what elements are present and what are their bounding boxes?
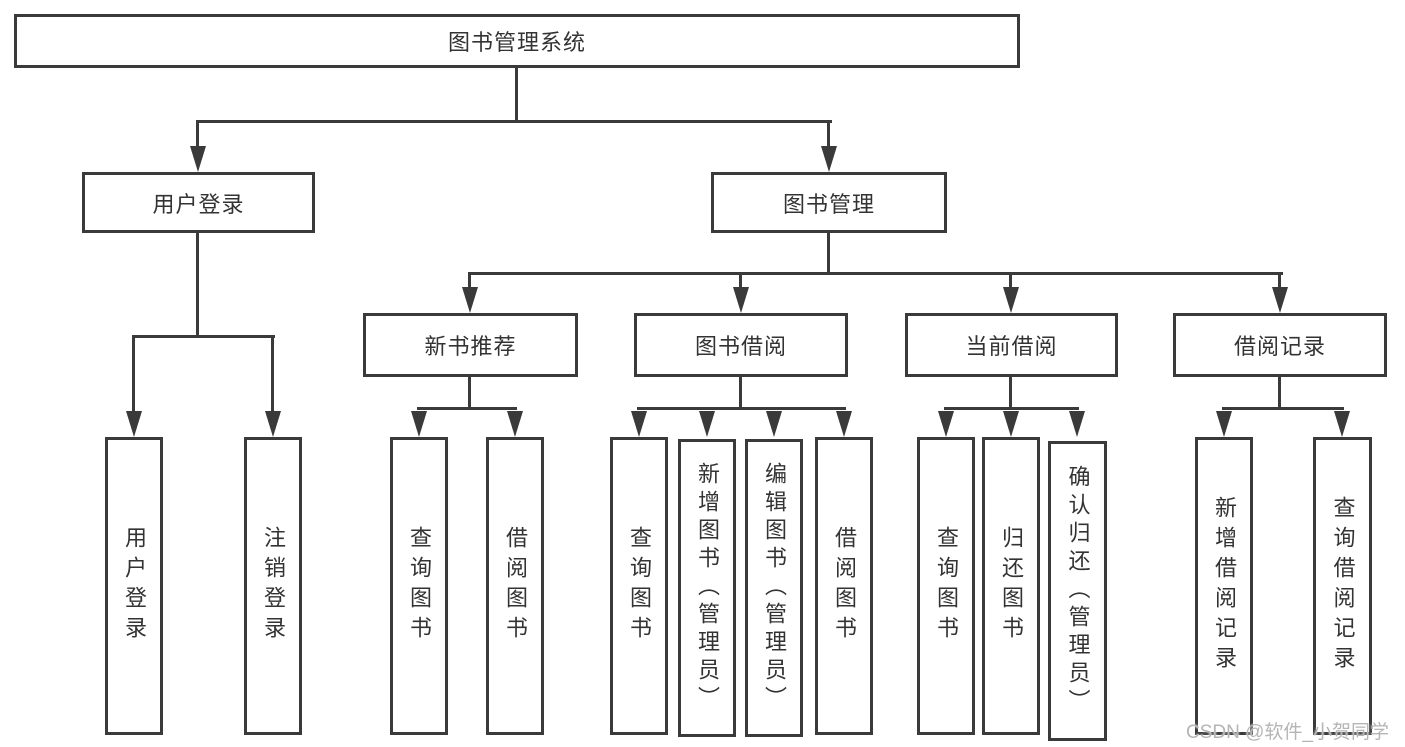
connector-borrowrecords-rail <box>1222 407 1344 410</box>
arrowhead-confirm-return-admin <box>1069 411 1085 437</box>
node-root: 图书管理系统 <box>14 14 1020 68</box>
connector-currentborrow-rail <box>944 407 1079 410</box>
node-user-login-label: 用户登录 <box>152 191 245 217</box>
leaf-borrow-book-borrow-label: 借阅图书 <box>832 526 857 646</box>
node-book-borrow-label: 图书借阅 <box>694 334 787 359</box>
leaf-query-book-borrow-label: 查询图书 <box>627 526 652 646</box>
leaf-query-book-rec: 查询图书 <box>390 437 448 735</box>
connector-userlogin-drop-2 <box>271 335 274 413</box>
arrowhead-new-book-rec <box>462 287 478 313</box>
connector-root-drop-right <box>827 120 830 148</box>
node-current-borrow: 当前借阅 <box>905 313 1118 377</box>
leaf-borrow-book-rec: 借阅图书 <box>486 437 544 735</box>
leaf-logout-label: 注销登录 <box>261 526 286 646</box>
leaf-query-book-current-label: 查询图书 <box>934 526 959 646</box>
arrowhead-borrow-records <box>1272 287 1288 313</box>
arrowhead-current-borrow <box>1003 287 1019 313</box>
leaf-query-borrow-record-label: 查询借阅记录 <box>1330 496 1356 676</box>
leaf-edit-book-admin-label: 编辑图书（管理员） <box>762 462 787 714</box>
node-root-label: 图书管理系统 <box>447 30 586 55</box>
arrowhead-user-login <box>190 146 206 172</box>
connector-currentborrow-trunk <box>1009 377 1012 410</box>
node-new-book-rec-label: 新书推荐 <box>424 334 517 359</box>
node-book-borrow: 图书借阅 <box>634 313 848 377</box>
arrowhead-add-borrow-record <box>1216 411 1232 437</box>
leaf-return-book-label: 归还图书 <box>999 526 1024 646</box>
arrowhead-book-mgmt <box>821 146 837 172</box>
node-borrow-records-label: 借阅记录 <box>1233 334 1326 359</box>
arrowhead-query-borrow-record <box>1334 411 1350 437</box>
connector-bookmgmt-drop-4 <box>1278 272 1281 289</box>
leaf-borrow-book-borrow: 借阅图书 <box>815 437 873 735</box>
leaf-return-book: 归还图书 <box>982 437 1040 735</box>
connector-root-trunk <box>515 68 518 123</box>
leaf-add-borrow-record-label: 新增借阅记录 <box>1212 496 1237 676</box>
connector-root-drop-left <box>196 120 199 148</box>
node-book-mgmt: 图书管理 <box>711 172 947 233</box>
connector-bookborrow-trunk <box>739 377 742 410</box>
connector-root-rail <box>196 120 832 123</box>
connector-bookmgmt-rail <box>468 272 1283 275</box>
connector-bookmgmt-drop-2 <box>739 272 742 289</box>
arrowhead-leaf-user-login <box>126 411 142 437</box>
leaf-query-book-rec-label: 查询图书 <box>407 526 432 646</box>
node-user-login: 用户登录 <box>82 172 315 233</box>
connector-userlogin-drop-1 <box>132 335 135 413</box>
node-current-borrow-label: 当前借阅 <box>965 334 1058 359</box>
connector-newbookrec-rail <box>417 407 517 410</box>
leaf-query-book-current: 查询图书 <box>917 437 975 735</box>
leaf-add-book-admin-label: 新增图书（管理员） <box>695 462 720 714</box>
connector-bookmgmt-drop-1 <box>468 272 471 289</box>
connector-borrowrecords-trunk <box>1278 377 1281 410</box>
arrowhead-borrow-book-borrow <box>836 411 852 437</box>
arrowhead-return-book <box>1003 411 1019 437</box>
connector-userlogin-trunk <box>196 233 199 338</box>
connector-bookmgmt-drop-3 <box>1009 272 1012 289</box>
leaf-confirm-return-admin: 确认归还（管理员） <box>1048 441 1107 741</box>
node-borrow-records: 借阅记录 <box>1173 313 1387 377</box>
leaf-user-login-label: 用户登录 <box>122 526 147 646</box>
leaf-query-borrow-record: 查询借阅记录 <box>1313 437 1372 735</box>
arrowhead-book-borrow <box>733 287 749 313</box>
arrowhead-leaf-logout <box>265 411 281 437</box>
arrowhead-add-book-admin <box>699 411 715 437</box>
node-new-book-rec: 新书推荐 <box>363 313 578 377</box>
connector-bookmgmt-trunk <box>827 233 830 275</box>
arrowhead-query-book-borrow <box>631 411 647 437</box>
leaf-logout: 注销登录 <box>244 437 302 735</box>
arrowhead-query-book-current <box>938 411 954 437</box>
leaf-add-borrow-record: 新增借阅记录 <box>1195 437 1253 735</box>
arrowhead-edit-book-admin <box>766 411 782 437</box>
arrowhead-query-book-rec <box>411 411 427 437</box>
leaf-query-book-borrow: 查询图书 <box>610 437 668 735</box>
connector-newbookrec-trunk <box>468 377 471 410</box>
leaf-user-login: 用户登录 <box>105 437 163 735</box>
arrowhead-borrow-book-rec <box>507 411 523 437</box>
leaf-borrow-book-rec-label: 借阅图书 <box>503 526 528 646</box>
node-book-mgmt-label: 图书管理 <box>782 191 875 217</box>
connector-bookborrow-rail <box>637 407 846 410</box>
leaf-confirm-return-admin-label: 确认归还（管理员） <box>1065 465 1091 717</box>
connector-userlogin-rail <box>132 335 275 338</box>
csdn-watermark: CSDN @软件_小贺同学 <box>1186 722 1389 743</box>
leaf-add-book-admin: 新增图书（管理员） <box>678 439 736 737</box>
leaf-edit-book-admin: 编辑图书（管理员） <box>745 439 803 737</box>
